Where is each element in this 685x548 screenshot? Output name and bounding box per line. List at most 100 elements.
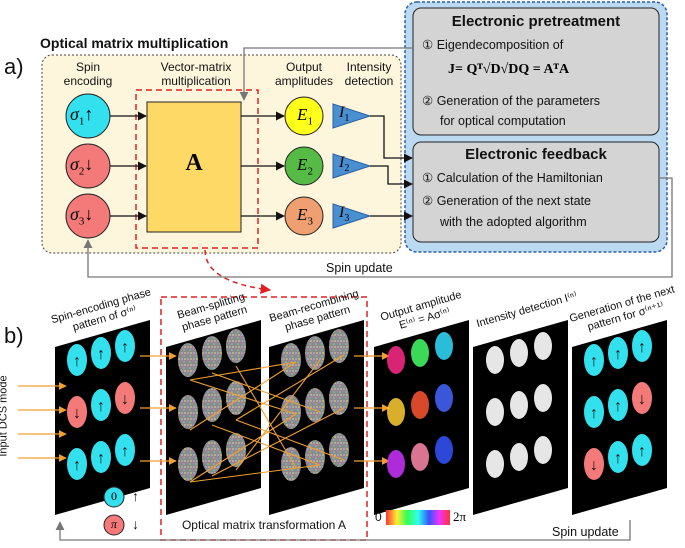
plate1-arrow-3: ↓ [73, 405, 81, 422]
pretreatment-equation: J= Qᵀ√D√DQ = AᵀA [448, 62, 570, 77]
plate6-spin-7 [608, 441, 628, 473]
plate1-spin-2 [115, 330, 135, 362]
matrix-a-box [146, 101, 242, 233]
input-mode-label: Input DCS mode [0, 375, 10, 457]
plate2-spot-7 [202, 440, 222, 474]
feedback-title: Electronic feedback [465, 146, 607, 163]
plate4-spot-8 [435, 436, 453, 464]
plate1-spin-5 [115, 382, 135, 414]
output-e3-circle [284, 196, 324, 236]
output-e1-label: E1 [297, 105, 313, 128]
feedback-item1: ① Calculation of the Hamiltonian [422, 171, 603, 185]
plate4-spot-2 [435, 332, 453, 360]
spin-1-label: σ1↑ [70, 104, 94, 128]
plate1-spin-0 [67, 344, 87, 376]
plate1-spin-7 [91, 441, 111, 473]
output-e3-label: E3 [297, 205, 313, 228]
plate3-spot-4 [305, 388, 325, 422]
plate5-spot-8 [534, 436, 552, 464]
plate1-spin-3 [67, 396, 87, 428]
detector-2-icon [332, 153, 372, 179]
plate1-spin-grid: ↑↑↑↓↑↓↑↑↑ [67, 330, 135, 480]
plate1-spin-6 [67, 448, 87, 480]
plate3-spot-6 [281, 447, 301, 481]
optical-title: Optical matrix multiplication [40, 35, 229, 51]
plate5-spot-2 [534, 332, 552, 360]
plate5-spot-0 [486, 346, 504, 374]
plate5-spot-7 [510, 443, 528, 471]
legend-down-arrow: ↓ [132, 516, 139, 532]
plate6-arrow-2: ↑ [638, 339, 646, 356]
matrix-a-label: A [185, 150, 203, 176]
plate1-spin-4 [91, 389, 111, 421]
plate6-spin-0 [584, 344, 604, 376]
plate4-amplitude-spots [387, 332, 453, 478]
plate6-arrow-7: ↑ [614, 450, 622, 467]
plate4-spot-4 [411, 391, 429, 419]
spin-2-label: σ2↓ [70, 154, 94, 178]
plate6-spin-8 [632, 434, 652, 466]
spin-3-label: σ3↓ [70, 204, 94, 228]
plate4-spot-7 [411, 443, 429, 471]
plate6-arrow-1: ↑ [614, 346, 622, 363]
plate2-spot-5 [226, 381, 246, 415]
plate1-arrow-2: ↑ [121, 339, 129, 356]
pretreatment-item2b: for optical computation [440, 114, 566, 128]
plate3-spot-8 [329, 433, 349, 467]
legend-pi-text: π [110, 517, 117, 531]
plate6-arrow-5: ↓ [638, 391, 646, 408]
detector-1-icon [332, 103, 372, 129]
intensity-2-label: I2 [339, 154, 350, 175]
plate1-arrow-8: ↑ [121, 443, 129, 460]
panel-b-label: b) [4, 323, 24, 348]
plate6-spin-3 [584, 396, 604, 428]
transformation-label: Optical matrix transformation A [181, 518, 347, 532]
plate1-arrow-0: ↑ [73, 353, 81, 370]
plate6-spin-6 [584, 448, 604, 480]
phase-colorbar [386, 510, 450, 525]
col-spin-label: Spin encoding [63, 60, 113, 88]
spin-update-a-label: Spin update [326, 261, 393, 275]
plate2-spot-2 [226, 329, 246, 363]
feedback-box [412, 141, 660, 243]
plate6-arrow-3: ↑ [590, 405, 598, 422]
plate6-spin-1 [608, 337, 628, 369]
output-e1-circle [284, 96, 324, 136]
plate4-spot-1 [411, 339, 429, 367]
plate5-intensity-spots [486, 332, 552, 478]
plate5-spot-4 [510, 391, 528, 419]
legend-zero-text: 0 [111, 489, 117, 503]
plate1-arrow-5: ↓ [121, 391, 129, 408]
detector-3-icon [332, 203, 372, 229]
panel-a-label: a) [4, 54, 24, 79]
output-e2-label: E2 [297, 155, 313, 178]
plate3-beam-spots [281, 329, 349, 481]
plate4-spot-3 [387, 398, 405, 426]
plate4-spot-5 [435, 384, 453, 412]
legend-pi-circle [103, 514, 125, 536]
plate3-spot-2 [329, 329, 349, 363]
col-out-label: Output amplitudes [274, 60, 334, 88]
plate6-arrow-6: ↓ [590, 457, 598, 474]
plate4-spot-6 [387, 450, 405, 478]
feedback-item2b: with the adopted algorithm [440, 215, 587, 229]
plate5-spot-5 [534, 384, 552, 412]
legend-zero-circle [103, 486, 125, 508]
plate6-spin-4 [608, 389, 628, 421]
beam-cross-lines [189, 354, 345, 483]
plate4-spot-0 [387, 346, 405, 374]
plate1-arrow-7: ↑ [97, 450, 105, 467]
plate5-spot-1 [510, 339, 528, 367]
plate1-arrow-1: ↑ [97, 346, 105, 363]
pretreatment-title: Electronic pretreatment [451, 13, 621, 30]
plate1-arrow-4: ↑ [97, 398, 105, 415]
plate1-spin-1 [91, 337, 111, 369]
plate6-arrow-0: ↑ [590, 353, 598, 370]
intensity-3-label: I3 [339, 204, 350, 225]
spin-update-b-label: Spin update [552, 525, 619, 539]
pretreatment-box [412, 7, 660, 136]
plate3-spot-0 [281, 343, 301, 377]
plate2-spot-8 [226, 433, 246, 467]
plate2-beam-spots [178, 329, 246, 481]
